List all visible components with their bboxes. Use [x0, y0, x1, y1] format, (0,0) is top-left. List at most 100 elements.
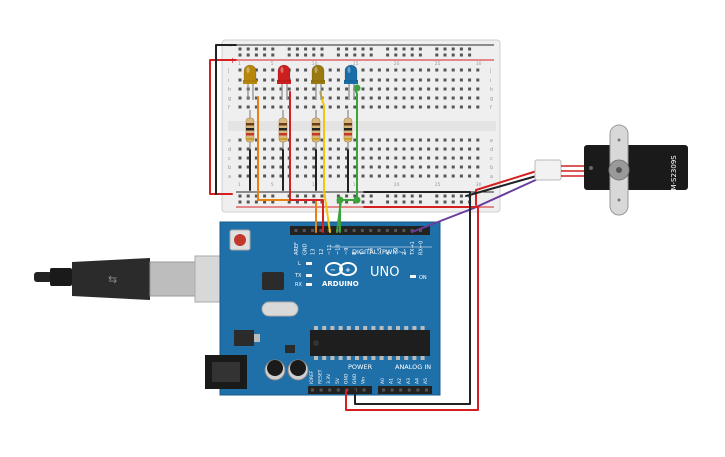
- center-channel: [228, 121, 496, 131]
- voltage-regulator: [234, 330, 254, 346]
- led-2: [277, 64, 291, 100]
- digital-pin-label: 12: [319, 249, 325, 255]
- digital-pin-label: GND: [302, 243, 308, 255]
- resistor-3: [311, 110, 321, 150]
- reset-button[interactable]: [229, 229, 251, 251]
- row-label: e: [490, 138, 493, 144]
- row-label: i: [228, 78, 229, 84]
- row-label: b: [490, 165, 493, 171]
- row-label: a: [490, 174, 493, 180]
- column-label: 10: [312, 182, 318, 188]
- column-label: 25: [435, 182, 441, 188]
- digital-pin-label: RX←0: [419, 241, 425, 255]
- wire-yellow-pin11: [319, 91, 331, 233]
- analog-label: ANALOG IN: [395, 363, 431, 371]
- analog-header: [378, 386, 432, 394]
- column-label: 10: [312, 61, 318, 67]
- resistor-2: [278, 110, 288, 150]
- led-3: [311, 64, 325, 100]
- digital-header: [290, 226, 430, 235]
- digital-pin-label: 13: [311, 249, 317, 255]
- column-label: 20: [394, 61, 400, 67]
- led-l-label: L: [298, 261, 301, 267]
- usb-symbol-icon: ⇆: [108, 273, 117, 286]
- row-label: g: [490, 96, 493, 102]
- column-label: 30: [476, 182, 482, 188]
- analog-pin-label: A5: [423, 378, 429, 384]
- digital-pin-label: ~9: [344, 248, 350, 255]
- analog-pin-label: A2: [397, 378, 403, 384]
- row-label: j: [227, 68, 229, 74]
- svg-text:+: +: [345, 266, 351, 274]
- digital-pin-label: ~10: [336, 244, 342, 255]
- wire-red-left-rail: [209, 59, 237, 195]
- wire-black-left-rail: [215, 44, 237, 195]
- digital-pin-label: 8: [352, 252, 358, 255]
- servo-model-label: SM-S2309S: [670, 155, 678, 195]
- row-label: b: [228, 165, 231, 171]
- wire-red-servo-power: [475, 169, 541, 206]
- row-label: d: [228, 147, 231, 153]
- analog-pin-label: A3: [406, 378, 412, 384]
- wire-red-5v: [345, 206, 479, 411]
- analog-pin-label: A0: [380, 378, 386, 384]
- column-label: 1: [238, 61, 241, 67]
- row-label: f: [490, 105, 492, 111]
- digital-pin-label: ~3: [394, 248, 400, 255]
- digital-pin-label: 4: [385, 252, 391, 255]
- wire-orange-pin13: [257, 96, 317, 233]
- row-label: g: [228, 96, 231, 102]
- power-pin-label: 3.3V: [326, 373, 332, 384]
- row-label: d: [490, 147, 493, 153]
- column-label: 15: [353, 182, 359, 188]
- digital-label: DIGITAL (PWM~): [352, 248, 406, 256]
- digital-pin-label: 2: [402, 252, 408, 255]
- digital-pin-label: ~11: [327, 244, 333, 255]
- chip-pins: [314, 326, 425, 360]
- power-label: POWER: [348, 363, 373, 371]
- row-label: c: [228, 156, 231, 162]
- on-led-label: ON: [419, 275, 427, 281]
- bottom-rail-holes: [238, 194, 472, 204]
- wire-black-servo-ground: [465, 174, 541, 197]
- board-model-label: UNO: [370, 265, 399, 280]
- led-rx-label: RX: [295, 282, 302, 288]
- resistor-1: [245, 110, 255, 150]
- usb-cable: ⇆: [34, 255, 236, 303]
- digital-pin-label: TX→1: [410, 241, 416, 256]
- power-header: [308, 386, 372, 394]
- resistor-4: [343, 110, 353, 150]
- row-label: f: [228, 105, 230, 111]
- arduino-logo-text: ARDUINO: [322, 280, 359, 288]
- crystal-oscillator: [261, 301, 299, 317]
- column-label: 1: [238, 182, 241, 188]
- status-leds: L TX RX ON: [294, 261, 427, 288]
- row-label: e: [228, 138, 231, 144]
- svg-text:−: −: [330, 266, 336, 274]
- row-label: a: [228, 174, 231, 180]
- power-pin-label: RESET: [318, 369, 324, 384]
- column-label: 5: [271, 61, 274, 67]
- digital-pin-label: ~5: [377, 248, 383, 255]
- wire-black-gnd: [354, 191, 471, 405]
- power-pin-label: Vin: [361, 377, 367, 384]
- led-4: [344, 64, 358, 100]
- servo-motor: SM-S2309S: [534, 124, 688, 216]
- row-label: h: [490, 87, 493, 93]
- wire-red-pin12: [289, 91, 324, 233]
- leds: [243, 64, 358, 100]
- led-1: [243, 64, 257, 100]
- analog-pin-label: A4: [414, 378, 420, 384]
- column-label: 20: [394, 182, 400, 188]
- top-rail-holes: [238, 47, 472, 57]
- row-label: j: [489, 68, 491, 74]
- wires: [209, 44, 541, 411]
